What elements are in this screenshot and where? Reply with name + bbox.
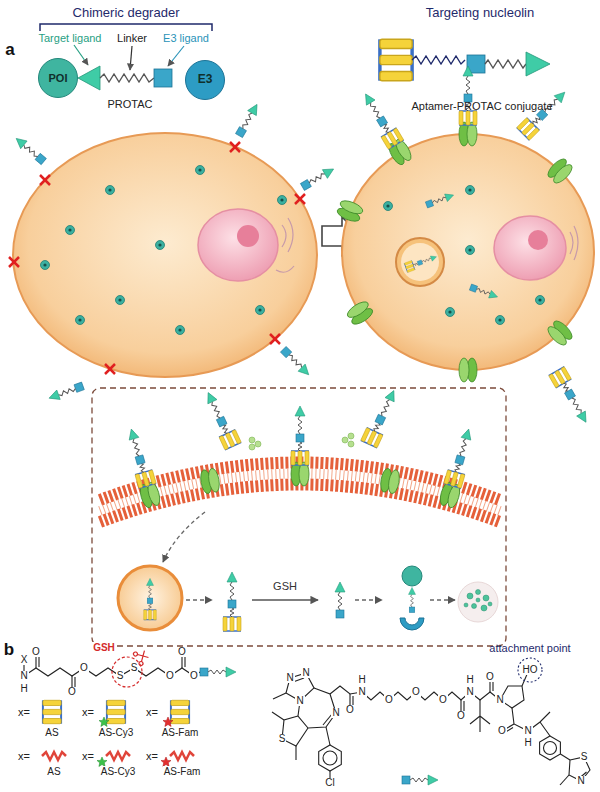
atom-label: O xyxy=(497,726,507,737)
atom-label: H xyxy=(465,675,474,686)
part-label: Aptamer-PROTAC conjugate xyxy=(410,100,553,113)
atom-label: O xyxy=(485,672,495,683)
formula-label: x= xyxy=(17,706,31,719)
sample-name: AS-Cy3 xyxy=(98,727,134,739)
atom-label: O xyxy=(411,687,421,698)
atom-label: O xyxy=(384,695,394,706)
part-label: PROTAC xyxy=(106,98,153,111)
atom-label: N xyxy=(465,687,474,698)
formula-label: x= xyxy=(145,750,159,763)
sample-name: AS-Cy3 xyxy=(100,766,136,778)
part-label: Linker xyxy=(116,32,148,45)
atom-label: N xyxy=(331,708,340,719)
atom-label: S xyxy=(278,734,287,745)
formula-label: x= xyxy=(81,750,95,763)
formula-label: x= xyxy=(81,706,95,719)
atom-label: H xyxy=(523,738,532,749)
cleavage-site xyxy=(112,657,142,687)
atom-label: HO xyxy=(522,665,539,676)
atom-label: O xyxy=(165,671,175,682)
atom-label: N xyxy=(301,668,310,679)
atom-label: N xyxy=(357,687,366,698)
atom-label: N xyxy=(295,696,304,707)
protac-icon xyxy=(402,775,438,785)
conjugate-formula xyxy=(24,652,200,692)
reagent-label: GSH xyxy=(92,642,116,654)
sample-name: AS-Fam xyxy=(161,727,200,739)
atom-label: N xyxy=(19,671,28,682)
atom-label: O xyxy=(177,647,187,658)
atom-label: O xyxy=(189,671,199,682)
atom-label: N xyxy=(523,726,532,737)
heading: Chimeric degrader xyxy=(72,6,181,21)
protac-structure xyxy=(272,672,590,785)
formula-label: x= xyxy=(17,750,31,763)
callout: attachment point xyxy=(488,642,571,655)
atom-label: Cl xyxy=(324,778,335,789)
atom-label: O xyxy=(31,647,41,658)
sample-name: AS xyxy=(44,727,59,739)
atom-label: S xyxy=(116,671,125,682)
atom-label: S xyxy=(130,663,139,674)
part-label: E3 ligand xyxy=(162,32,210,45)
atom-label: N xyxy=(576,776,585,787)
atom-label: X xyxy=(20,655,29,666)
sample-name: AS xyxy=(46,766,61,778)
atom-label: H xyxy=(357,675,366,686)
protein-circle: E3 xyxy=(185,60,225,100)
part-label: Target ligand xyxy=(38,32,103,45)
cell-with-aptamer xyxy=(336,66,594,427)
panel-label: a xyxy=(4,40,15,60)
atom-label: N xyxy=(285,673,294,684)
protac-icon xyxy=(200,667,236,677)
node-text: POI xyxy=(49,72,68,84)
atom-label: O xyxy=(67,687,77,698)
atom-label: O xyxy=(438,695,448,706)
atom-label: N xyxy=(495,695,504,706)
mechanism-inset xyxy=(92,387,506,646)
atom-label: O xyxy=(79,663,89,674)
atom-label: O xyxy=(345,705,355,716)
atom-label: O xyxy=(456,711,466,722)
node-text: E3 xyxy=(198,73,213,86)
reagent-label: GSH xyxy=(272,580,298,593)
heading: Targeting nucleolin xyxy=(425,6,535,21)
attachment-circle xyxy=(518,658,542,682)
sample-name: AS-Fam xyxy=(163,766,202,778)
atom-label: S xyxy=(580,752,589,763)
panel-label: b xyxy=(3,640,15,660)
atom-label: H xyxy=(19,684,28,695)
formula-label: x= xyxy=(145,706,159,719)
protein-circle: POI xyxy=(38,58,78,98)
cell-without-aptamer xyxy=(9,102,336,403)
